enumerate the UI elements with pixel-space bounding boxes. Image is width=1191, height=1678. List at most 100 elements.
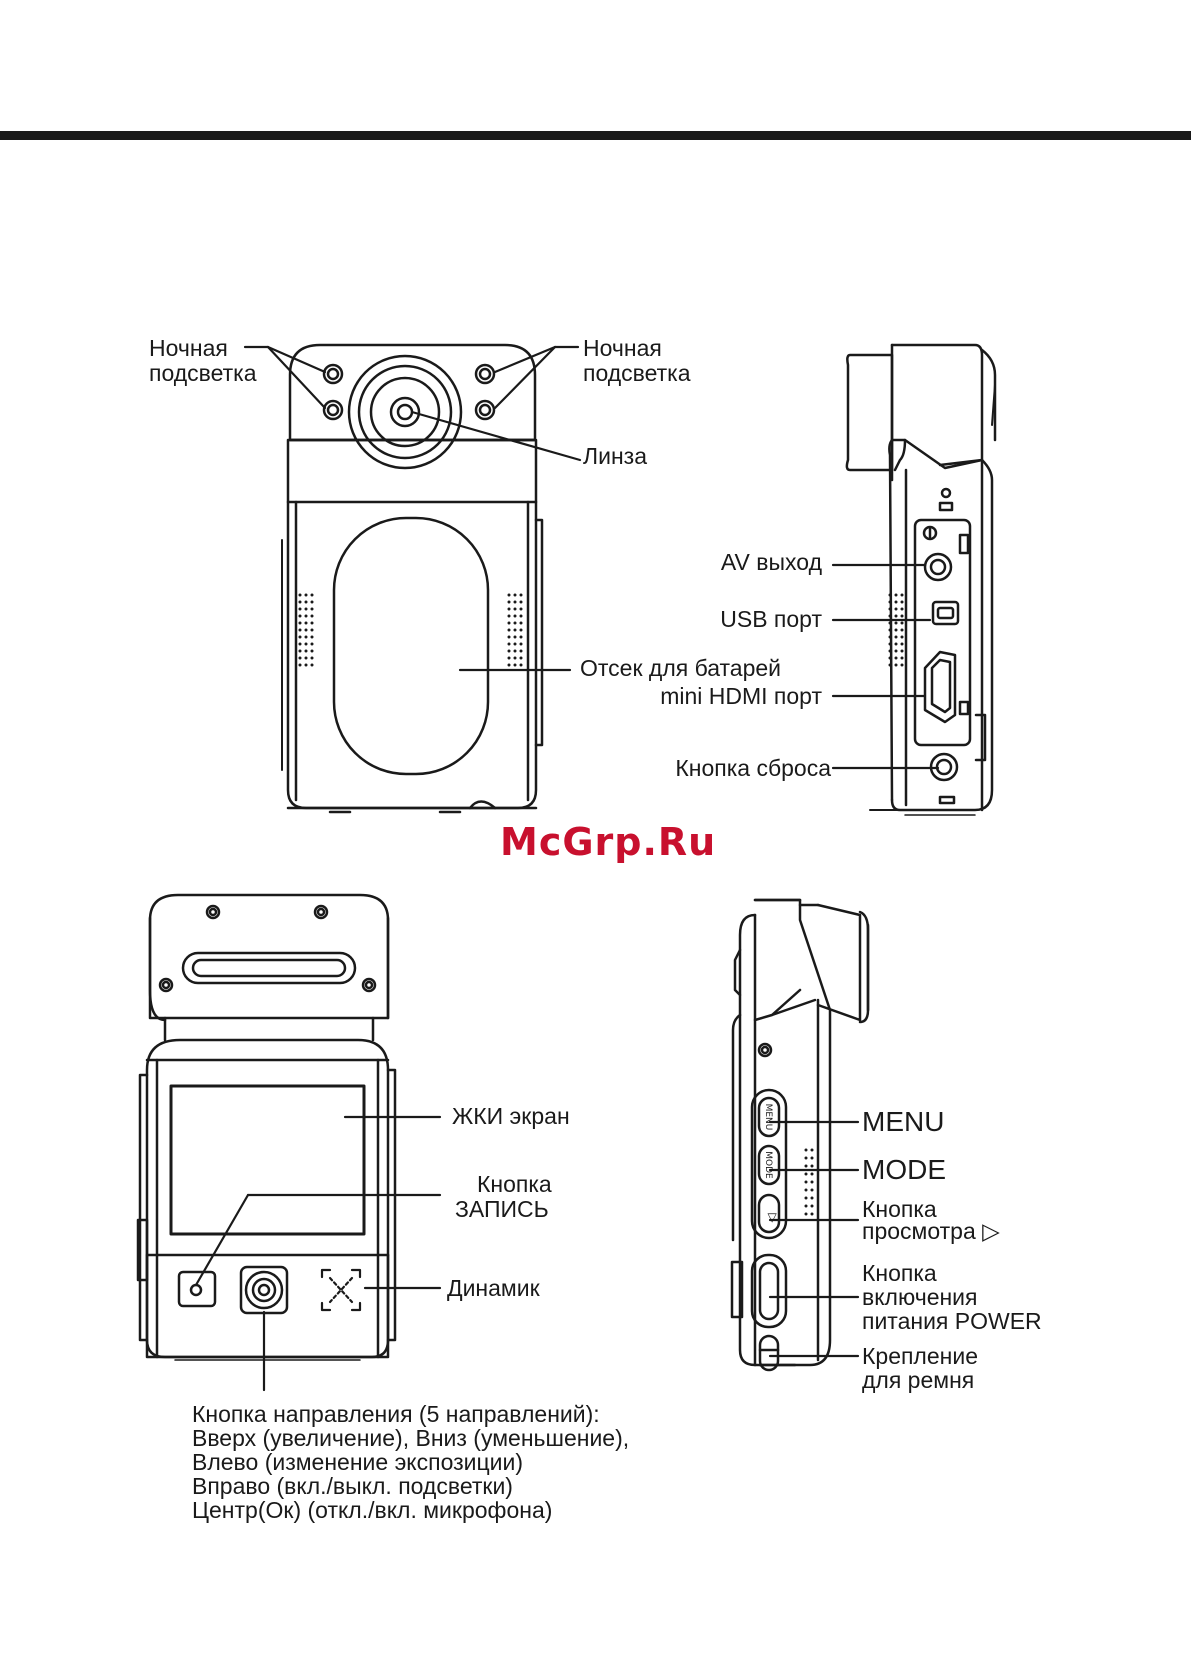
grille-dot <box>804 1164 808 1168</box>
grille-dot <box>304 663 308 667</box>
grille-dot <box>304 635 308 639</box>
grille-dot <box>519 621 523 625</box>
grille-dot <box>507 663 511 667</box>
grille-dot <box>519 593 523 597</box>
grille-dot <box>900 628 904 632</box>
grille-dot <box>304 593 308 597</box>
grille-dot <box>894 642 898 646</box>
grille-dot <box>900 621 904 625</box>
grille-dot <box>888 663 892 667</box>
grille-dot <box>810 1204 814 1208</box>
grille-dot <box>804 1196 808 1200</box>
grille-dot <box>888 593 892 597</box>
grille-dot <box>507 635 511 639</box>
grille-dot <box>304 642 308 646</box>
grille-dot <box>310 600 314 604</box>
grille-dot <box>507 649 511 653</box>
grille-dot <box>507 593 511 597</box>
grille-dot <box>810 1180 814 1184</box>
header-rule <box>0 131 1191 140</box>
label-mini-hdmi: mini HDMI порт <box>660 683 822 709</box>
grille-dot <box>513 600 517 604</box>
grille-dot <box>900 656 904 660</box>
grille-dot <box>310 621 314 625</box>
grille-dot <box>304 656 308 660</box>
grille-dot <box>304 607 308 611</box>
grille-dot <box>888 635 892 639</box>
grille-dot <box>888 600 892 604</box>
grille-dot <box>810 1148 814 1152</box>
label-mode: MODE <box>862 1154 946 1185</box>
grille-dot <box>804 1148 808 1152</box>
grille-dot <box>804 1212 808 1216</box>
grille-dot <box>900 635 904 639</box>
grille-dot <box>804 1156 808 1160</box>
label-lens: Линза <box>583 443 647 469</box>
grille-dot <box>900 614 904 618</box>
play-button-mark: ▷ <box>766 1213 780 1223</box>
grille-dot <box>304 649 308 653</box>
direction-line: Вверх (увеличение), Вниз (уменьшение), <box>192 1425 630 1451</box>
grille-dot <box>888 607 892 611</box>
grille-dot <box>894 600 898 604</box>
grille-dot <box>310 649 314 653</box>
grille-dot <box>900 593 904 597</box>
grille-dot <box>310 607 314 611</box>
grille-dot <box>900 649 904 653</box>
grille-dot <box>298 663 302 667</box>
grille-dot <box>298 642 302 646</box>
grille-dot <box>810 1188 814 1192</box>
grille-dot <box>310 593 314 597</box>
grille-dot <box>900 600 904 604</box>
grille-dot <box>519 635 523 639</box>
grille-dot <box>519 642 523 646</box>
grille-dot <box>310 635 314 639</box>
grille-dot <box>507 656 511 660</box>
grille-dot <box>888 656 892 660</box>
grille-dot <box>810 1212 814 1216</box>
grille-dot <box>513 642 517 646</box>
grille-dot <box>804 1188 808 1192</box>
front-view-camera <box>281 343 544 814</box>
grille-dot <box>894 593 898 597</box>
grille-dot <box>894 635 898 639</box>
grille-dot <box>804 1172 808 1176</box>
grille-dot <box>298 649 302 653</box>
grille-dot <box>519 614 523 618</box>
grille-dot <box>513 607 517 611</box>
grille-dot <box>513 628 517 632</box>
grille-dot <box>888 614 892 618</box>
grille-dot <box>507 628 511 632</box>
grille-dot <box>507 621 511 625</box>
label-av-out: AV выход <box>720 549 822 575</box>
grille-dot <box>810 1164 814 1168</box>
grille-dot <box>298 656 302 660</box>
grille-dot <box>513 663 517 667</box>
grille-dot <box>894 614 898 618</box>
grille-dot <box>513 656 517 660</box>
grille-dot <box>810 1172 814 1176</box>
side-view-ports <box>845 343 997 816</box>
grille-dot <box>810 1196 814 1200</box>
grille-dot <box>310 663 314 667</box>
menu-button-mark: MENU <box>763 1104 773 1131</box>
grille-dot <box>513 621 517 625</box>
grille-dot <box>894 656 898 660</box>
grille-dot <box>513 649 517 653</box>
grille-dot <box>298 614 302 618</box>
grille-dot <box>304 614 308 618</box>
grille-dot <box>310 656 314 660</box>
grille-dot <box>894 621 898 625</box>
grille-dot <box>888 642 892 646</box>
label-battery-compartment: Отсек для батарей <box>580 655 782 681</box>
direction-button-description: Кнопка направления (5 направлений): Ввер… <box>192 1402 629 1522</box>
grille-dot <box>298 635 302 639</box>
grille-dot <box>894 628 898 632</box>
label-lcd-screen: ЖКИ экран <box>452 1103 570 1129</box>
grille-dot <box>894 607 898 611</box>
